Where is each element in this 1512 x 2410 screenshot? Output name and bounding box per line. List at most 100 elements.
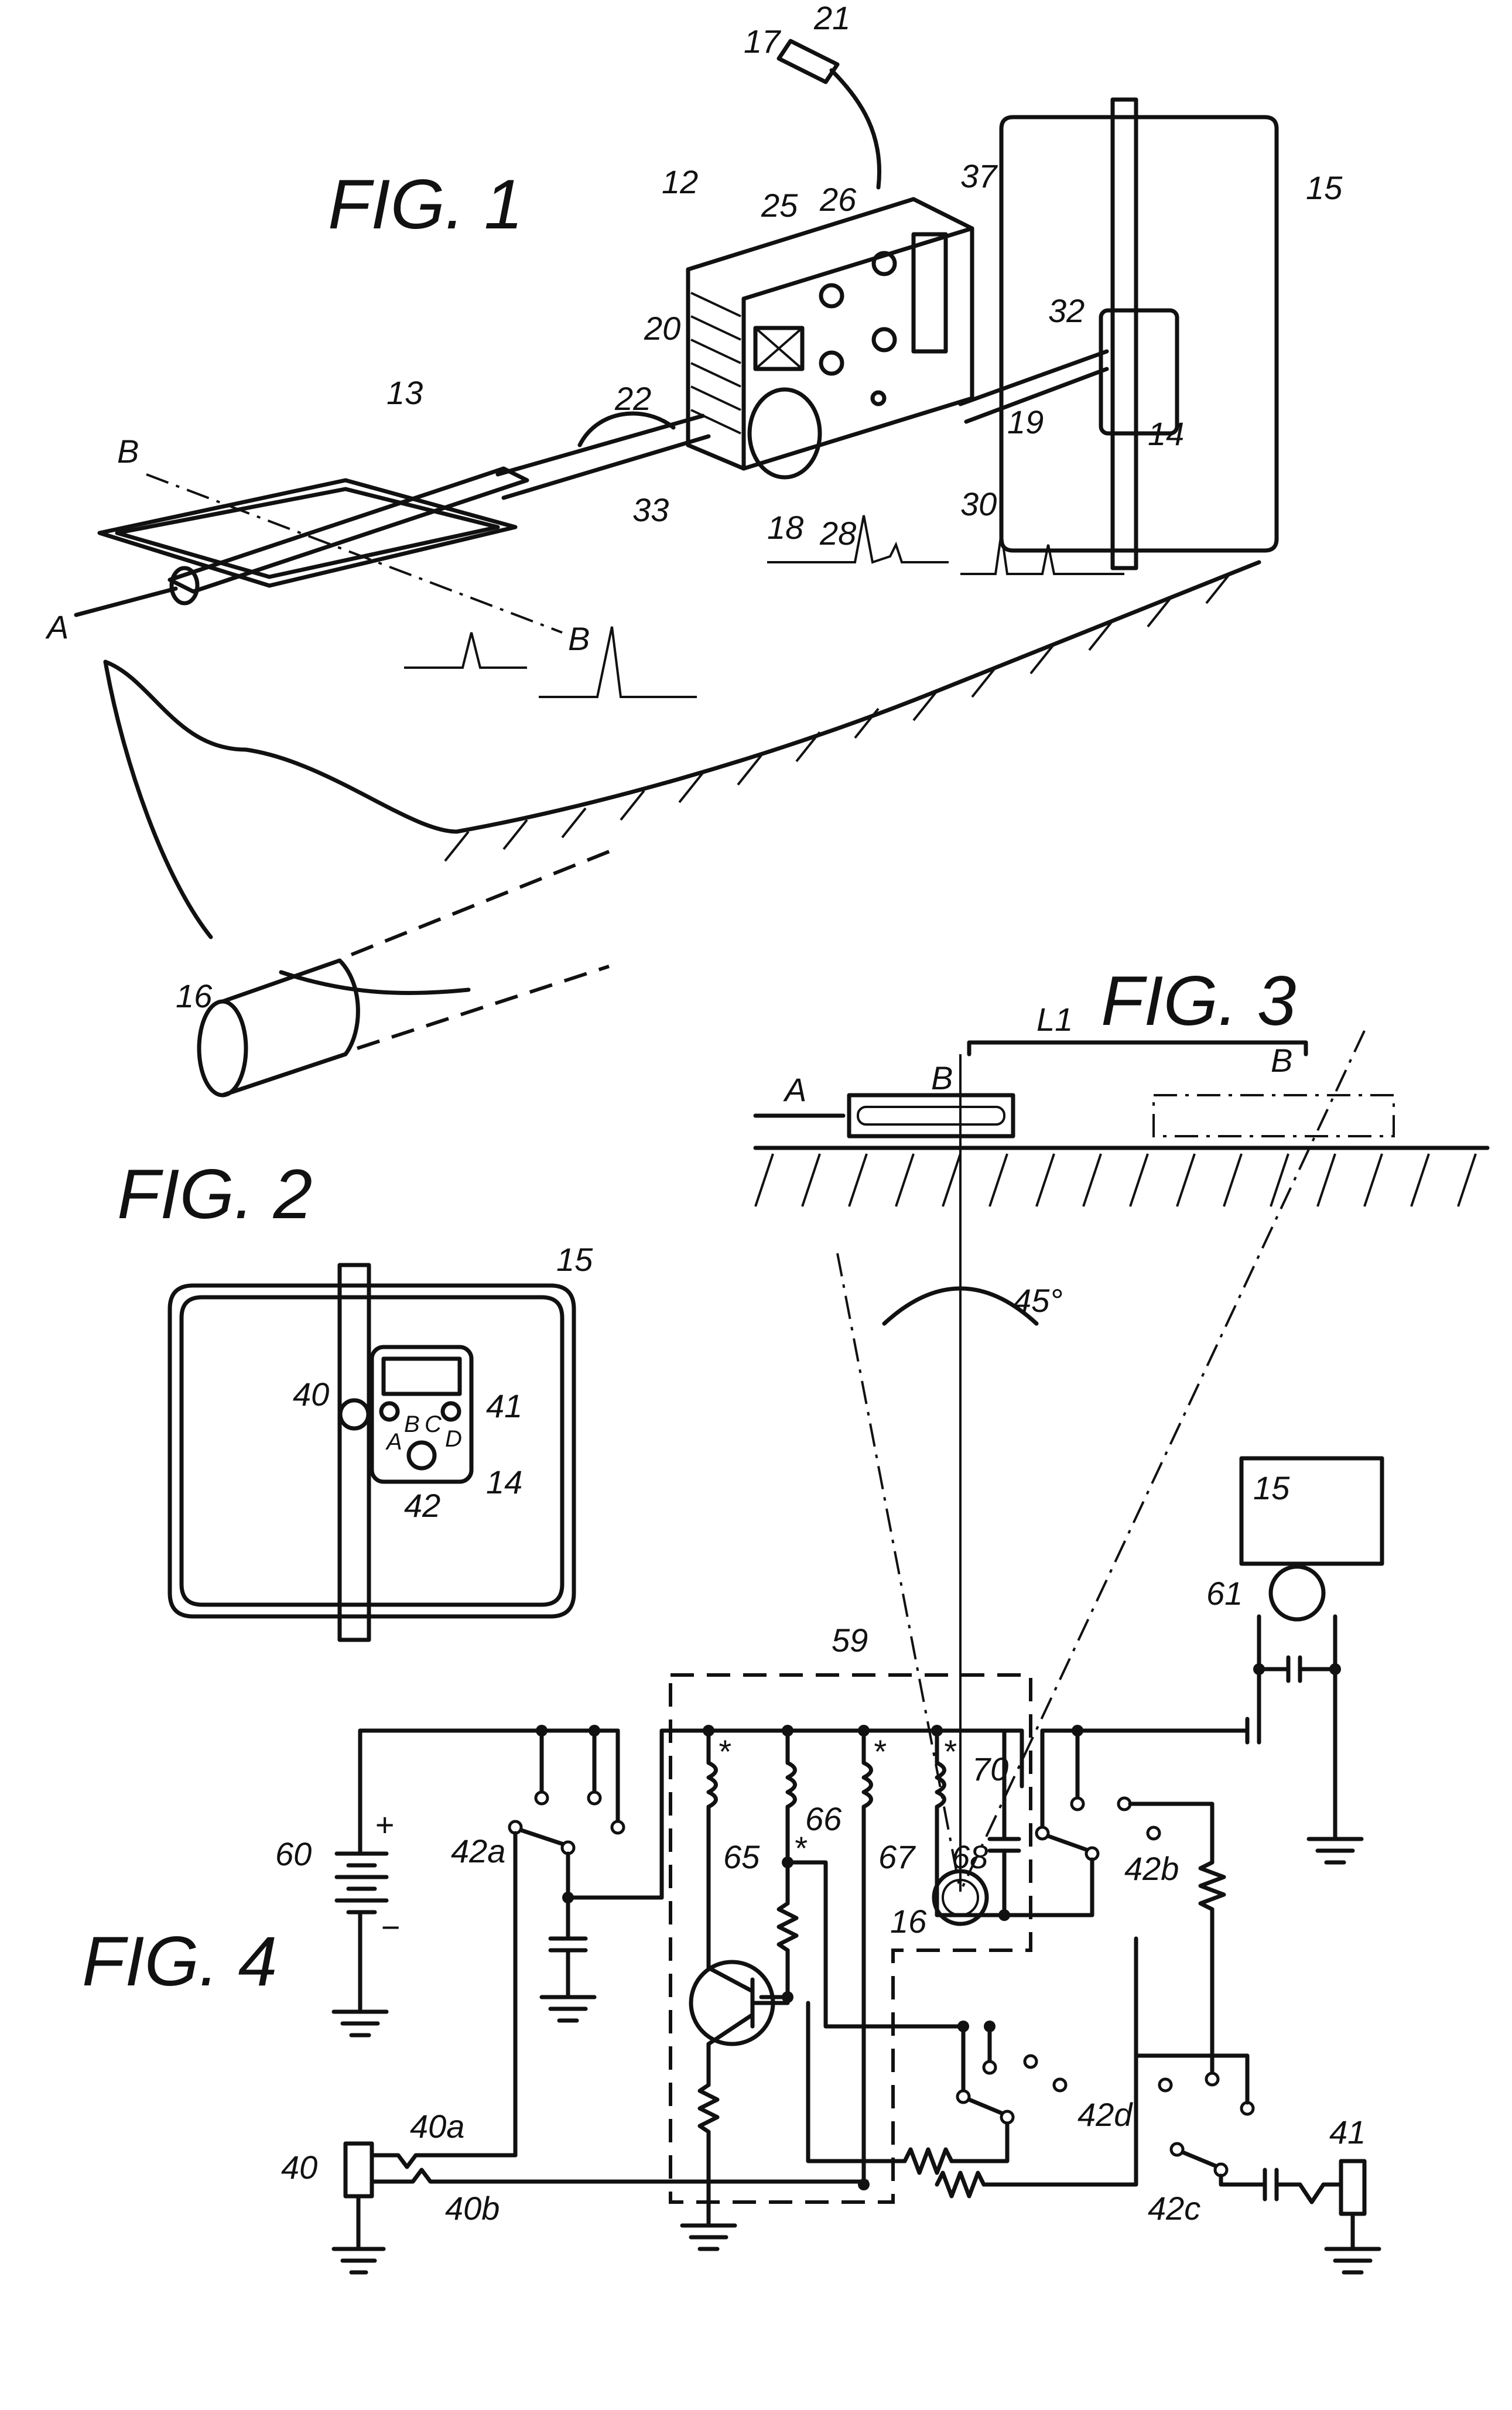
rod-32 — [958, 349, 1109, 406]
buried-pipe-16 — [197, 847, 616, 1098]
signal-trace — [767, 515, 949, 564]
label-angle: 45° — [1013, 1282, 1063, 1319]
loop-15-front — [167, 1283, 576, 1619]
switch-42c[interactable] — [1169, 2142, 1185, 2157]
coil-68 — [935, 1728, 1007, 1917]
coil-position-2 — [1152, 1094, 1395, 1137]
ref-32: 32 — [1048, 292, 1085, 329]
ref-59: 59 — [832, 1622, 868, 1659]
winding-mark: * — [943, 1733, 957, 1770]
signal-trace — [960, 532, 1124, 575]
resistor-feedback — [806, 2001, 1010, 2175]
ref-16: 16 — [176, 977, 213, 1014]
fig1-title: FIG. 1 — [328, 165, 523, 244]
ref-41: 41 — [1329, 2114, 1366, 2151]
winding-mark: * — [793, 1830, 808, 1867]
cable-22 — [577, 411, 676, 447]
ground-surface — [103, 560, 1261, 834]
coil-66 — [785, 1728, 797, 1859]
label-b1: B — [117, 433, 139, 470]
switch-42b[interactable] — [1035, 1826, 1050, 1841]
dial-d: D — [445, 1426, 462, 1452]
knob-30 — [871, 327, 897, 353]
figure-1: FIG. 1 A B B — [45, 0, 1343, 1098]
window-37 — [911, 232, 948, 354]
ref-66: 66 — [805, 1800, 842, 1837]
emitter-resistor — [697, 2042, 720, 2228]
knob-28 — [819, 350, 844, 376]
ref-70: 70 — [972, 1751, 1008, 1787]
osc-rail — [659, 1728, 1024, 1900]
jack-40-symbol — [343, 2141, 374, 2199]
ref-15: 15 — [556, 1241, 593, 1278]
ref-26: 26 — [819, 181, 857, 218]
ref-30: 30 — [960, 486, 997, 522]
mast — [337, 1263, 371, 1642]
battery-plus: + — [375, 1806, 394, 1843]
coil-67 — [861, 1728, 873, 2187]
antenna-box-15 — [1239, 1456, 1384, 1566]
ref-15: 15 — [1306, 169, 1343, 206]
label-a: A — [45, 609, 69, 645]
label-l1: L1 — [1036, 1001, 1073, 1038]
winding-mark: * — [873, 1733, 887, 1770]
ref-14: 14 — [486, 1464, 522, 1500]
fig4-title: FIG. 4 — [82, 1922, 277, 2001]
ref-40: 40 — [281, 2149, 317, 2186]
ref-33: 33 — [632, 491, 669, 528]
search-coil-13 — [97, 466, 529, 606]
ref-19: 19 — [1007, 404, 1044, 440]
ref-14: 14 — [1148, 415, 1184, 452]
figure-2: FIG. 2 A B C D 15 40 41 42 14 — [117, 1155, 593, 1642]
signal-trace — [404, 632, 527, 669]
ref-67: 67 — [878, 1838, 916, 1875]
jack-41[interactable] — [440, 1401, 461, 1422]
wire — [785, 1860, 963, 2029]
coil-65 — [706, 1728, 718, 1970]
ref-42: 42 — [404, 1487, 440, 1524]
fig3-hatching — [754, 1153, 1477, 1207]
figure-4: FIG. 4 + − — [82, 1456, 1384, 2275]
ground-symbol — [331, 2009, 389, 2038]
brace-l1 — [967, 1040, 1308, 1057]
knob-25 — [819, 283, 844, 309]
ref-42b: 42b — [1124, 1850, 1179, 1887]
ref-12: 12 — [662, 163, 698, 200]
resistor-output — [935, 1936, 1138, 2199]
shaft-33 — [495, 413, 711, 500]
ref-22: 22 — [614, 380, 651, 417]
ref-60: 60 — [275, 1835, 312, 1872]
dial-b: B — [404, 1411, 420, 1437]
45-degree-line — [959, 1030, 1366, 1892]
handle-17 — [776, 39, 840, 84]
label-b2: B — [568, 620, 590, 657]
selector-42[interactable] — [406, 1440, 437, 1471]
transmitter-14-front — [370, 1345, 474, 1484]
ref-28: 28 — [819, 515, 856, 552]
ref-68: 68 — [952, 1838, 988, 1875]
battery-60: + − — [334, 1728, 400, 2011]
ground-hatching — [444, 573, 1231, 862]
ref-25: 25 — [761, 187, 798, 224]
oscillator-box-59 — [669, 1673, 1032, 2204]
battery-minus: − — [381, 1909, 400, 1946]
dial-a: A — [385, 1429, 402, 1455]
meter-20 — [753, 326, 805, 371]
label-a: A — [783, 1071, 806, 1108]
ref-42d: 42d — [1077, 2096, 1133, 2133]
ref-40b: 40b — [445, 2190, 500, 2227]
label-b1: B — [931, 1059, 953, 1096]
switch-42d[interactable] — [956, 2089, 971, 2104]
jack-40[interactable] — [338, 1398, 371, 1431]
ref-16: 16 — [890, 1903, 927, 1940]
ref-21: 21 — [813, 0, 850, 36]
ref-65: 65 — [723, 1838, 760, 1875]
display-window — [381, 1356, 462, 1396]
ref-15: 15 — [1253, 1469, 1290, 1506]
signal-trace — [539, 626, 697, 698]
figure-3: FIG. 3 A B B L1 45° 16 — [753, 962, 1490, 1940]
angle-arc — [882, 1286, 1039, 1326]
ref-37: 37 — [960, 158, 998, 194]
coil-position-1 — [847, 1093, 1015, 1139]
